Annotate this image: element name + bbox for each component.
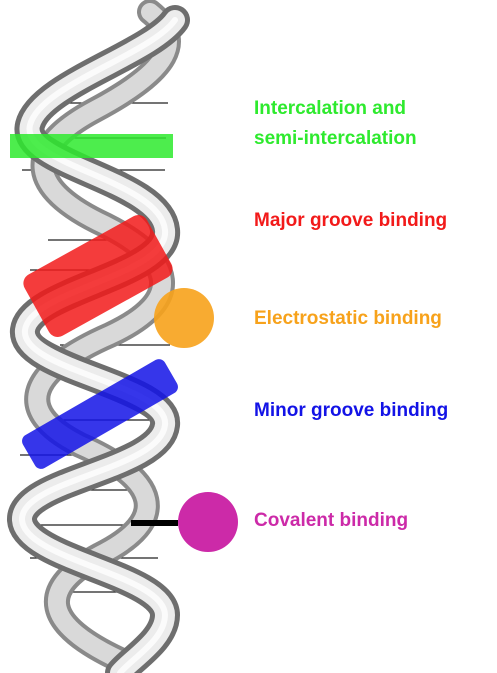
electrostatic-marker [154, 288, 214, 348]
minor-groove-label: Minor groove binding [254, 396, 448, 426]
covalent-label: Covalent binding [254, 506, 408, 536]
intercalation-label-line2: semi-intercalation [254, 124, 417, 154]
electrostatic-label: Electrostatic binding [254, 304, 442, 334]
intercalation-label: Intercalation and semi-intercalation [254, 94, 417, 154]
covalent-marker [178, 492, 238, 552]
intercalation-marker [10, 134, 173, 158]
intercalation-label-line1: Intercalation and [254, 94, 417, 124]
major-groove-label: Major groove binding [254, 206, 447, 236]
